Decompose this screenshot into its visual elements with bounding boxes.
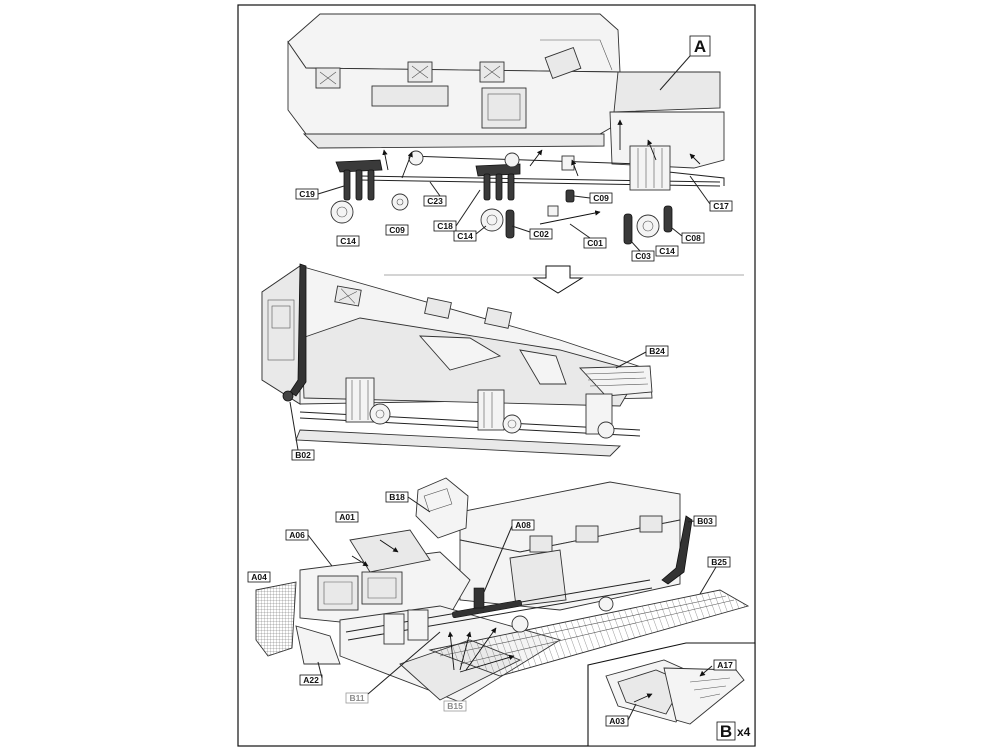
svg-text:C14: C14: [340, 236, 356, 246]
svg-text:B15: B15: [447, 701, 463, 711]
svg-text:C01: C01: [587, 238, 603, 248]
label-c08: C08: [671, 227, 705, 244]
svg-text:B24: B24: [649, 346, 665, 356]
svg-text:A03: A03: [609, 716, 625, 726]
svg-text:C02: C02: [533, 229, 549, 239]
svg-text:C14: C14: [659, 246, 675, 256]
svg-text:C23: C23: [427, 196, 443, 206]
top-hull-drawing: [287, 13, 725, 245]
step-b-letter: B: [720, 722, 732, 741]
label-c14-left: C14: [336, 235, 360, 247]
label-b11: B11: [345, 631, 441, 704]
svg-text:A08: A08: [515, 520, 531, 530]
svg-text:C17: C17: [713, 201, 729, 211]
label-c23: C23: [423, 181, 447, 207]
svg-text:A06: A06: [289, 530, 305, 540]
middle-part-labels: B24 B02: [289, 345, 669, 461]
svg-text:C03: C03: [635, 251, 651, 261]
svg-text:A17: A17: [717, 660, 733, 670]
label-c19: C19: [295, 185, 345, 200]
svg-text:C18: C18: [437, 221, 453, 231]
step-b-marker: B x4: [716, 721, 751, 741]
label-b02: B02: [289, 401, 315, 461]
svg-text:B18: B18: [389, 492, 405, 502]
suspension-arms-dark: [335, 159, 673, 245]
svg-text:C09: C09: [593, 193, 609, 203]
label-b24: B24: [615, 345, 669, 369]
svg-text:C19: C19: [299, 189, 315, 199]
label-b15: B15: [443, 700, 467, 712]
label-a01: A01: [335, 511, 359, 523]
step-a-letter: A: [694, 37, 706, 56]
label-c09-left: C09: [385, 224, 409, 236]
label-c14-right: C14: [655, 245, 679, 257]
inset-b-panel: A17 A03 B x4: [587, 642, 756, 747]
svg-text:C08: C08: [685, 233, 701, 243]
label-c09-right: C09: [573, 192, 613, 204]
label-c17: C17: [689, 175, 733, 212]
label-b25: B25: [699, 556, 731, 595]
label-a22: A22: [299, 661, 323, 686]
svg-text:A04: A04: [251, 572, 267, 582]
label-c01: C01: [569, 223, 607, 249]
label-a04: A04: [247, 571, 271, 583]
label-b03: B03: [687, 515, 717, 527]
side-hatches: [315, 61, 505, 89]
label-a17: A17: [713, 659, 737, 671]
bottom-part-labels: B18 A01 A06 A08 B03 B25 A04 A22 B11 B15: [247, 491, 731, 712]
label-c14-mid: C14: [453, 225, 487, 242]
svg-text:B25: B25: [711, 557, 727, 567]
svg-text:A01: A01: [339, 512, 355, 522]
label-a03: A03: [605, 703, 637, 727]
label-c03: C03: [629, 239, 655, 262]
svg-text:A22: A22: [303, 675, 319, 685]
step-a-marker: A: [659, 35, 711, 91]
middle-suspension: [345, 377, 615, 439]
flow-arrow: [384, 265, 744, 294]
svg-text:C09: C09: [389, 225, 405, 235]
label-c18: C18: [433, 189, 481, 232]
middle-hull-drawing: [261, 263, 653, 457]
bottom-hull-drawing: [255, 477, 750, 703]
label-c02: C02: [511, 225, 553, 240]
label-a06: A06: [285, 529, 333, 567]
wheel-hubs: [330, 150, 660, 238]
label-a08: A08: [483, 519, 535, 593]
svg-text:C14: C14: [457, 231, 473, 241]
top-part-labels: C19 C14 C09 C23 C18 C14 C02 C09 C01 C03 …: [295, 175, 733, 262]
step-b-quantity: x4: [737, 725, 751, 739]
label-b18: B18: [385, 491, 431, 513]
svg-text:B03: B03: [697, 516, 713, 526]
svg-text:B11: B11: [349, 693, 364, 703]
svg-text:B02: B02: [295, 450, 311, 460]
